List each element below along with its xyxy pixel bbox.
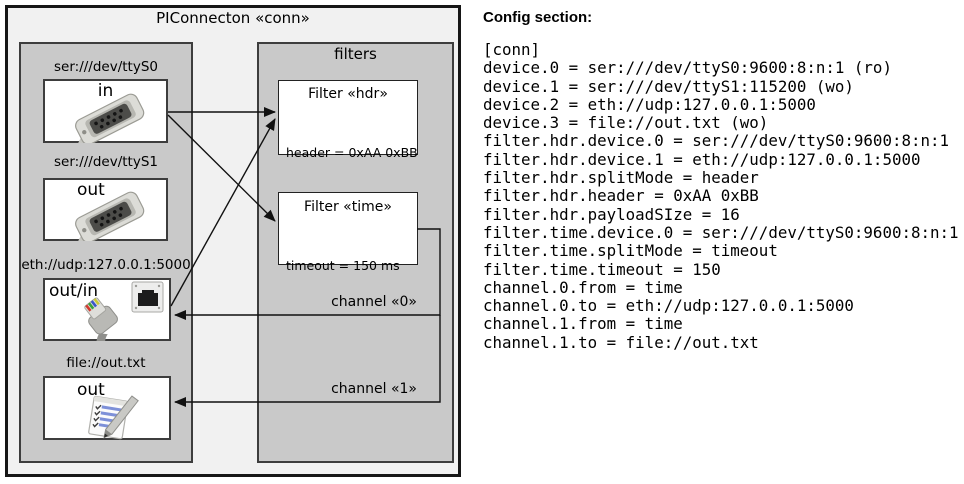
config-line: filter.hdr.device.0 = ser:///dev/ttyS0:9… xyxy=(483,131,950,151)
config-line: filter.hdr.splitMode = header xyxy=(483,168,759,188)
ethernet-icon xyxy=(84,281,164,341)
config-line: filter.time.timeout = 150 xyxy=(483,259,721,279)
config-line: filter.hdr.device.1 = eth://udp:127.0.0.… xyxy=(483,149,921,169)
device-label-file: file://out.txt xyxy=(66,355,146,371)
filter-title-hdr: Filter «hdr» xyxy=(308,86,388,102)
device-label-ttyS0: ser:///dev/ttyS0 xyxy=(54,59,158,75)
config-line: filter.time.device.0 = ser:///dev/ttyS0:… xyxy=(483,222,959,242)
config-line: device.1 = ser:///dev/ttyS1:115200 (wo) xyxy=(483,76,854,96)
filter-title-time: Filter «time» xyxy=(304,199,392,215)
config-line: device.0 = ser:///dev/ttyS0:9600:8:n:1 (… xyxy=(483,58,892,78)
device-box-eth: out/in xyxy=(43,278,171,341)
file-icon xyxy=(88,395,139,440)
filter-box-time: Filter «time» timeout = 150 ms xyxy=(278,192,418,273)
device-box-ttyS1: out xyxy=(43,178,168,241)
config-line: filter.time.splitMode = timeout xyxy=(483,241,778,261)
config-line: channel.1.from = time xyxy=(483,314,683,334)
device-label-eth: eth://udp:127.0.0.1:5000 xyxy=(21,257,191,273)
config-line: [conn] xyxy=(483,40,541,59)
diagram-title: PIConnecton «conn» xyxy=(156,9,310,27)
config-line: filter.hdr.header = 0xAA 0xBB xyxy=(483,186,759,206)
arrow-channel-0 xyxy=(174,228,441,320)
config-line: channel.0.to = eth://udp:127.0.0.1:5000 xyxy=(483,296,854,316)
config-line: device.3 = file://out.txt (wo) xyxy=(483,113,769,133)
arrow-ttyS0-to-time xyxy=(167,114,276,222)
filter-prop: header = 0xAA 0xBB xyxy=(286,145,418,160)
arrow-channel-1 xyxy=(174,315,441,407)
device-label-ttyS1: ser:///dev/ttyS1 xyxy=(54,154,158,170)
filter-prop: timeout = 150 ms xyxy=(286,258,400,273)
serial-port-icon xyxy=(75,191,145,241)
config-line: device.2 = eth://udp:127.0.0.1:5000 xyxy=(483,94,816,114)
connection-arrows xyxy=(167,107,441,407)
device-direction: out xyxy=(77,380,105,400)
channel-1-label: channel «1» xyxy=(331,381,417,397)
serial-port-icon xyxy=(75,93,145,143)
arrow-eth-to-hdr xyxy=(170,118,276,307)
filters-group-title: filters xyxy=(334,45,377,63)
device-direction: in xyxy=(97,81,114,101)
device-box-file: out xyxy=(43,376,171,440)
config-line: channel.0.from = time xyxy=(483,277,683,297)
config-line: filter.hdr.payloadSIze = 16 xyxy=(483,204,740,224)
channel-0-label: channel «0» xyxy=(331,294,417,310)
device-direction: out xyxy=(77,180,105,200)
config-section-heading: Config section: xyxy=(483,9,593,26)
device-direction: out/in xyxy=(49,281,99,301)
device-box-ttyS0: in xyxy=(43,79,168,143)
filter-props-time: timeout = 150 ms xyxy=(286,227,400,305)
config-listing: [conn] device.0 = ser:///dev/ttyS0:9600:… xyxy=(483,40,959,352)
config-line: channel.1.to = file://out.txt xyxy=(483,332,759,352)
